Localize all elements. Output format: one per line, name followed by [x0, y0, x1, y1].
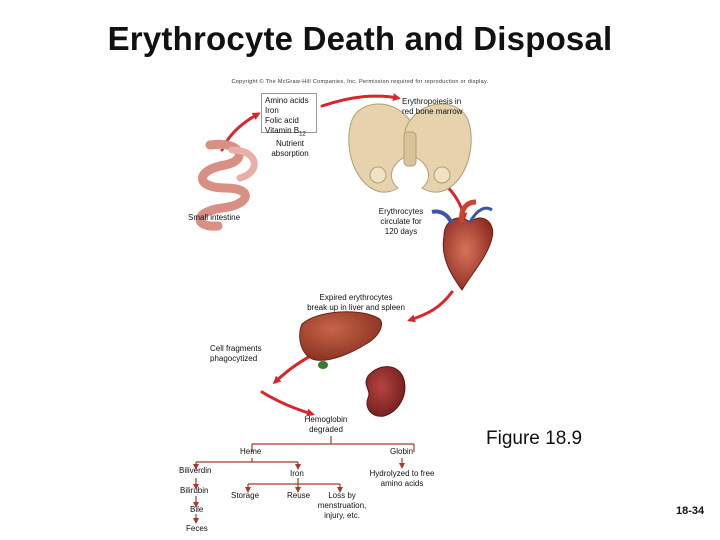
heme-label: Heme — [240, 447, 262, 456]
degradation-tree — [193, 436, 415, 524]
page-number: 18-34 — [676, 505, 705, 517]
feces-label: Feces — [186, 524, 208, 533]
copyright-notice: Copyright © The McGraw-Hill Companies, I… — [231, 79, 489, 85]
biliverdin-label: Biliverdin — [179, 466, 212, 475]
nutrient-absorption-label: Nutrient absorption — [271, 139, 309, 158]
arrow-to-marrow — [320, 93, 401, 108]
hemoglobin-degraded-label: Hemoglobin degraded — [304, 415, 348, 434]
bilirubin-label: Bilirubin — [180, 486, 209, 495]
iron-loss-label: Loss by menstruation, injury, etc. — [317, 491, 367, 520]
reuse-label: Reuse — [287, 491, 311, 500]
small-intestine-label: Small intestine — [188, 213, 241, 222]
pelvis-illustration — [348, 103, 472, 193]
globin-label: Globin — [390, 447, 414, 456]
cell-fragments-label: Cell fragments phagocytized — [210, 344, 262, 363]
nutrients-box: Amino acids Iron Folic acid Vitamin B12 — [261, 93, 317, 138]
gallbladder-illustration — [318, 361, 328, 369]
nutrient-item: Iron — [265, 106, 279, 115]
liver-illustration — [299, 311, 382, 369]
slide-title: Erythrocyte Death and Disposal — [107, 20, 613, 57]
spleen-illustration — [365, 366, 406, 417]
figure-label: Figure 18.9 — [486, 428, 583, 449]
expired-erythrocytes-label: Expired erythrocytes break up in liver a… — [307, 293, 405, 312]
bile-label: Bile — [190, 505, 204, 514]
heart-illustration — [431, 199, 494, 291]
arrow-heart-to-liver — [407, 290, 454, 323]
iron-label: Iron — [290, 469, 304, 478]
small-intestine-illustration — [195, 139, 258, 231]
nutrient-item: Amino acids — [265, 96, 309, 105]
hydrolyzed-label: Hydrolyzed to free amino acids — [369, 469, 435, 488]
nutrient-item: Folic acid — [265, 116, 299, 125]
erythropoiesis-label: Erythropoiesis in red bone marrow — [402, 97, 463, 116]
arrow-liver-to-spleen — [272, 352, 316, 385]
circulation-label: Erythrocytes circulate for 120 days — [378, 207, 424, 236]
arrow-spleen-to-hemoglobin — [260, 390, 315, 417]
nutrient-item-vitamin: Vitamin B12 — [265, 126, 306, 138]
storage-label: Storage — [231, 491, 260, 500]
